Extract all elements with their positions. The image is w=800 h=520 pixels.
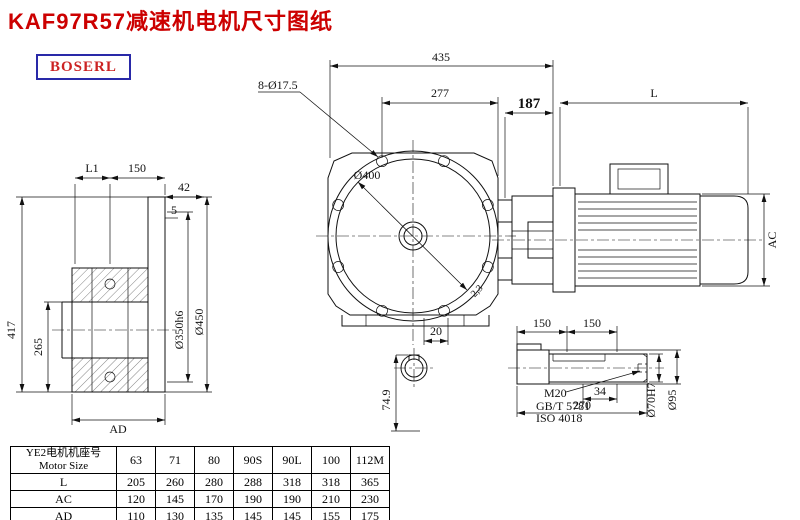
- terminal-box: [609, 163, 669, 195]
- table-cell: 130: [155, 507, 195, 520]
- motor-size-table: YE2电机机座号 Motor Size 63 71 80 90S 90L 100…: [10, 446, 390, 520]
- bolt-holes: [332, 155, 494, 317]
- dim-20-label: 20: [430, 324, 442, 338]
- table-cell: 145: [155, 490, 195, 508]
- table-header-cn: YE2电机机座号: [25, 447, 102, 460]
- table-col-size: 100: [311, 446, 351, 474]
- table-header-motor-size: YE2电机机座号 Motor Size: [10, 446, 117, 474]
- table-cell: 260: [155, 473, 195, 491]
- terminal-box-lid: [617, 168, 661, 190]
- table-col-size: 71: [155, 446, 195, 474]
- table-cell: 210: [311, 490, 351, 508]
- side-flange-plate: [147, 196, 166, 393]
- table-cell: 318: [311, 473, 351, 491]
- table-col-size: 112M: [350, 446, 390, 474]
- table-cell: 230: [350, 490, 390, 508]
- table-cell: 155: [311, 507, 351, 520]
- table-cell: 318: [272, 473, 312, 491]
- shaft-detail-view: 150 150 M20 GB/T 5781 ISO 4018 34: [508, 316, 681, 425]
- table-header-row: YE2电机机座号 Motor Size 63 71 80 90S 90L 100…: [10, 446, 390, 474]
- table-cell: 175: [350, 507, 390, 520]
- brand-logo-text: BOSERL: [50, 59, 117, 75]
- gearbox-side-view: [52, 196, 178, 393]
- motor-side-view: AC: [492, 163, 779, 293]
- table-header-en: Motor Size: [38, 460, 89, 472]
- page-title: KAF97R57减速机电机尺寸图纸: [8, 9, 334, 34]
- dim-bolt-holes-label: 8-Ø17.5: [258, 78, 298, 92]
- shaft-end-view: 20 74.9: [379, 318, 449, 432]
- dims-top: 435 8-Ø17.5 277 187 L: [258, 50, 749, 198]
- dim-5-label: 5: [171, 203, 177, 217]
- motor-fins: [578, 201, 697, 279]
- dim-435-label: 435: [432, 50, 450, 64]
- table-cell: 365: [350, 473, 390, 491]
- dim-417-label: 417: [4, 321, 18, 339]
- shaft-hub: [516, 349, 550, 385]
- thread-label: M20: [544, 386, 567, 400]
- table-col-size: 90S: [233, 446, 273, 474]
- dim-hub-dia-label: Ø95: [665, 390, 679, 411]
- dim-187-label: 187: [518, 96, 541, 112]
- dim-main-dia-label: Ø400: [354, 168, 381, 182]
- dim-L-label: L: [650, 86, 657, 100]
- dim-shaft-dia-label: Ø70H7: [644, 382, 658, 417]
- table-cell: 110: [116, 507, 156, 520]
- table-col-size: 90L: [272, 446, 312, 474]
- table-cell: 135: [194, 507, 234, 520]
- dim-265-label: 265: [31, 338, 45, 356]
- dims-side: L1 150 42 5 417 265 AD Ø350h6 Ø450: [4, 161, 212, 436]
- row-label: AC: [10, 490, 117, 508]
- fan-cover: [699, 195, 749, 285]
- dim-42-label: 42: [178, 180, 190, 194]
- table-cell: 145: [272, 507, 312, 520]
- dim-74-9-label: 74.9: [379, 390, 393, 411]
- dim-AD-label: AD: [109, 422, 127, 436]
- shaft-body: [548, 353, 648, 383]
- table-cell: 190: [233, 490, 273, 508]
- table-row-AD: AD 110 130 135 145 145 155 175: [10, 507, 390, 520]
- table-cell: 145: [233, 507, 273, 520]
- table-cell: 205: [116, 473, 156, 491]
- table-cell: 288: [233, 473, 273, 491]
- table-cell: 190: [272, 490, 312, 508]
- dim-150a-label: 150: [533, 316, 551, 330]
- row-label: AD: [10, 507, 117, 520]
- dim-270-label: 270: [573, 398, 591, 412]
- dim-flange-spigot-label: Ø350h6: [172, 311, 186, 350]
- table-cell: 280: [194, 473, 234, 491]
- dim-150-side-label: 150: [128, 161, 146, 175]
- dim-34-label: 34: [594, 384, 606, 398]
- brand-logo: BOSERL: [36, 54, 131, 80]
- dim-flange-od-label: Ø450: [192, 309, 206, 336]
- housing-outline: [327, 152, 499, 316]
- row-label: L: [10, 473, 117, 491]
- table-col-size: 63: [116, 446, 156, 474]
- dim-150b-label: 150: [583, 316, 601, 330]
- dim-AC-label: AC: [765, 232, 779, 249]
- dim-L1-label: L1: [85, 161, 98, 175]
- table-cell: 120: [116, 490, 156, 508]
- table-col-size: 80: [194, 446, 234, 474]
- front-view: Ø400 2,3: [316, 140, 516, 345]
- std-gb-label: GB/T 5781: [536, 399, 590, 413]
- housing-base: [341, 315, 490, 327]
- table-row-L: L 205 260 280 288 318 318 365: [10, 473, 390, 491]
- table-cell: 170: [194, 490, 234, 508]
- table-row-AC: AC 120 145 170 190 190 210 230: [10, 490, 390, 508]
- dim-277-label: 277: [431, 86, 449, 100]
